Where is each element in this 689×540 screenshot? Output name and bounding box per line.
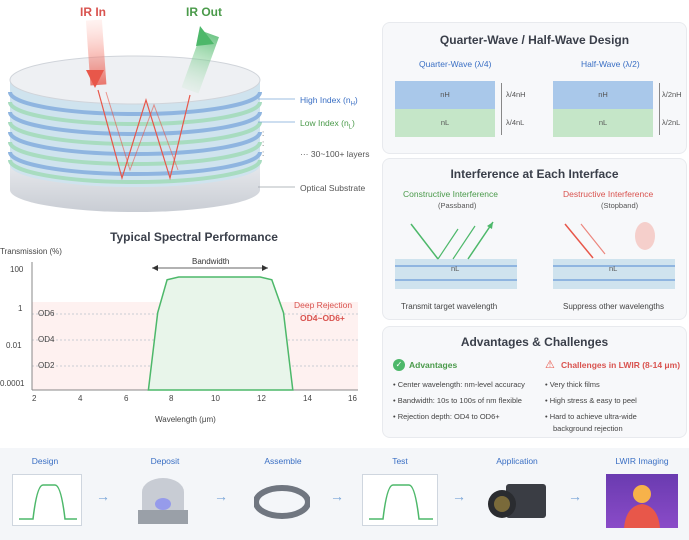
x-tick: 4 — [78, 394, 83, 403]
constructive-label: Constructive Interference — [403, 189, 498, 199]
chal-item: • High stress & easy to peel — [545, 396, 637, 405]
y-tick-00001: 0.0001 — [0, 379, 25, 388]
qw-nl-block: nL — [395, 109, 495, 137]
y-tick-100: 100 — [10, 265, 24, 274]
arrow-icon: → — [452, 488, 466, 504]
bandwidth-label: Bandwidth — [192, 257, 230, 266]
od-range-label: OD4~OD6+ — [300, 313, 345, 323]
y-tick-1: 1 — [18, 304, 23, 313]
ir-in-label: IR In — [80, 5, 106, 19]
x-tick: 2 — [32, 394, 37, 403]
interference-panel: Interference at Each Interface Construct… — [382, 158, 687, 320]
svg-text::: : — [262, 139, 264, 148]
advantages-title: Advantages & Challenges — [460, 335, 609, 349]
qw-h-dim: λ/4nH — [506, 90, 526, 99]
spectral-chart — [31, 262, 358, 391]
od4-label: OD4 — [38, 335, 55, 344]
filter-stack-illustration: : : : — [8, 19, 295, 212]
adv-item: • Rejection depth: OD4 to OD6+ — [393, 412, 500, 421]
flow-step-design: Design — [31, 456, 59, 466]
flow-step-application: Application — [496, 456, 538, 466]
hw-l-dim: λ/2nL — [662, 118, 681, 127]
chal-item-cont: background rejection — [553, 424, 623, 433]
arrow-icon: → — [330, 488, 344, 504]
chal-title: Challenges in LWIR (8-14 μm) — [561, 360, 681, 370]
hw-dim-line — [659, 83, 660, 135]
svg-text::: : — [262, 149, 264, 158]
hw-nl-block: nL — [553, 109, 653, 137]
interference-title: Interference at Each Interface — [450, 167, 619, 181]
stopband-label: (Stopband) — [601, 201, 639, 210]
spectral-title: Typical Spectral Performance — [110, 230, 278, 244]
transmit-caption: Transmit target wavelength — [401, 302, 498, 311]
chal-item: • Hard to achieve ultra-wide — [545, 412, 637, 421]
thermal-image — [606, 474, 678, 528]
x-tick: 8 — [169, 394, 174, 403]
ir-out-label: IR Out — [186, 5, 222, 19]
x-tick: 6 — [124, 394, 129, 403]
quarter-wave-title: Quarter-Wave / Half-Wave Design — [439, 33, 630, 47]
x-axis-label: Wavelength (μm) — [155, 415, 216, 424]
flow-step-deposit: Deposit — [150, 456, 180, 466]
half-wave-label: Half-Wave (λ/2) — [581, 59, 640, 69]
flow-step-test: Test — [392, 456, 408, 466]
qw-l-dim: λ/4nL — [506, 118, 525, 127]
x-tick: 10 — [211, 394, 220, 403]
quarter-wave-label: Quarter-Wave (λ/4) — [419, 59, 492, 69]
high-index-label: High Index (nH) — [300, 95, 358, 108]
advantages-panel: Advantages & Challenges ✓ Advantages ⚠ C… — [382, 326, 687, 438]
transmission-curve — [147, 276, 294, 391]
x-tick: 12 — [257, 394, 266, 403]
arrow-icon: → — [214, 488, 228, 504]
substrate-label: Optical Substrate — [300, 183, 366, 193]
x-tick: 14 — [303, 394, 312, 403]
adv-item: • Center wavelength: nm-level accuracy — [393, 380, 525, 389]
process-flow: Design Deposit Assemble Test Application… — [0, 448, 689, 540]
arrow-icon: → — [568, 488, 582, 504]
test-thumbnail — [362, 474, 438, 526]
od6-label: OD6 — [38, 309, 55, 318]
interference-illustration — [395, 221, 675, 289]
deposit-chamber-icon — [132, 474, 194, 528]
design-thumbnail — [12, 474, 82, 526]
suppress-caption: Suppress other wavelengths — [563, 302, 664, 311]
spectral-panel: Typical Spectral Performance Transmissio… — [0, 222, 368, 440]
flow-step-lwir-imaging: LWIR Imaging — [615, 456, 669, 466]
hw-nh-block: nH — [553, 81, 653, 109]
interference-nl-right: nL — [609, 264, 618, 273]
interference-nl-left: nL — [451, 264, 460, 273]
qw-dim-line — [501, 83, 502, 135]
y-tick-001: 0.01 — [6, 341, 22, 350]
camera-icon — [484, 476, 550, 526]
stack-diagram: : : : IR In IR Out High Index (nH) Low I… — [0, 0, 380, 215]
warning-icon: ⚠ — [545, 359, 555, 371]
layers-label: ··· 30~100+ layers — [300, 149, 370, 159]
od2-label: OD2 — [38, 361, 55, 370]
chal-item: • Very thick films — [545, 380, 600, 389]
destructive-label: Destructive Interference — [563, 189, 654, 199]
x-tick: 16 — [348, 394, 357, 403]
passband-label: (Passband) — [438, 201, 477, 210]
flow-step-assemble: Assemble — [264, 456, 302, 466]
hw-h-dim: λ/2nH — [662, 90, 682, 99]
filter-ring-icon — [253, 482, 311, 522]
y-axis-label: Transmission (%) — [0, 247, 62, 256]
deep-rejection-label: Deep Rejection — [294, 300, 353, 310]
check-icon: ✓ — [393, 359, 405, 371]
low-index-label: Low Index (nL) — [300, 118, 355, 131]
arrow-icon: → — [96, 488, 110, 504]
adv-item: • Bandwidth: 10s to 100s of nm flexible — [393, 396, 522, 405]
svg-text::: : — [262, 129, 264, 138]
adv-title: Advantages — [409, 360, 458, 370]
quarter-wave-panel: Quarter-Wave / Half-Wave Design Quarter-… — [382, 22, 687, 154]
qw-nh-block: nH — [395, 81, 495, 109]
